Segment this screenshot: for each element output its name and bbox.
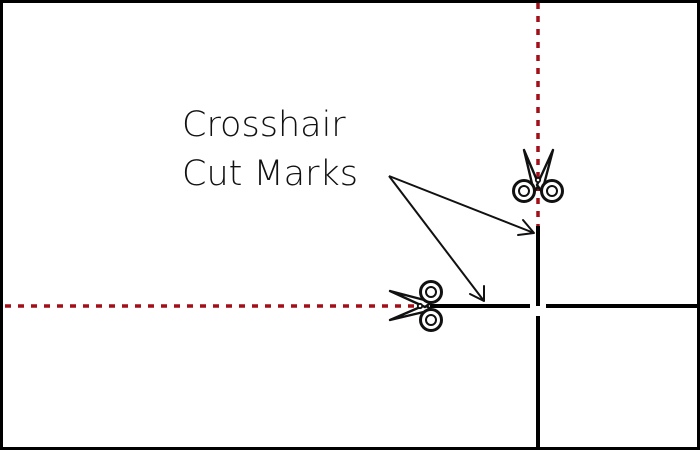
arrowhead-top xyxy=(517,219,535,236)
scissors-handle-left-inner xyxy=(425,314,437,326)
arrow-line-bottom xyxy=(388,175,485,302)
scissors-blade-left xyxy=(522,148,541,194)
arrow-to-vertical-mark xyxy=(388,175,535,236)
scissors-blade-right xyxy=(535,148,555,194)
scissors-blade-left xyxy=(388,303,434,322)
scissors-icon xyxy=(388,280,443,332)
arrow-to-horizontal-mark xyxy=(388,175,485,302)
scissors-handle-right-inner xyxy=(546,185,558,197)
scissors-handle-left-inner xyxy=(518,185,530,197)
label-line-crosshair: Crosshair xyxy=(182,105,346,145)
scissors-pivot xyxy=(534,176,542,184)
scissors-icon xyxy=(512,148,564,203)
arrowhead-bottom xyxy=(469,285,485,302)
scissors-blade-right xyxy=(388,289,434,309)
arrow-line-top xyxy=(388,175,535,234)
scissors-handle-right-inner xyxy=(425,286,437,298)
label-line-cut-marks: Cut Marks xyxy=(182,154,358,194)
scissors-pivot xyxy=(416,302,424,310)
